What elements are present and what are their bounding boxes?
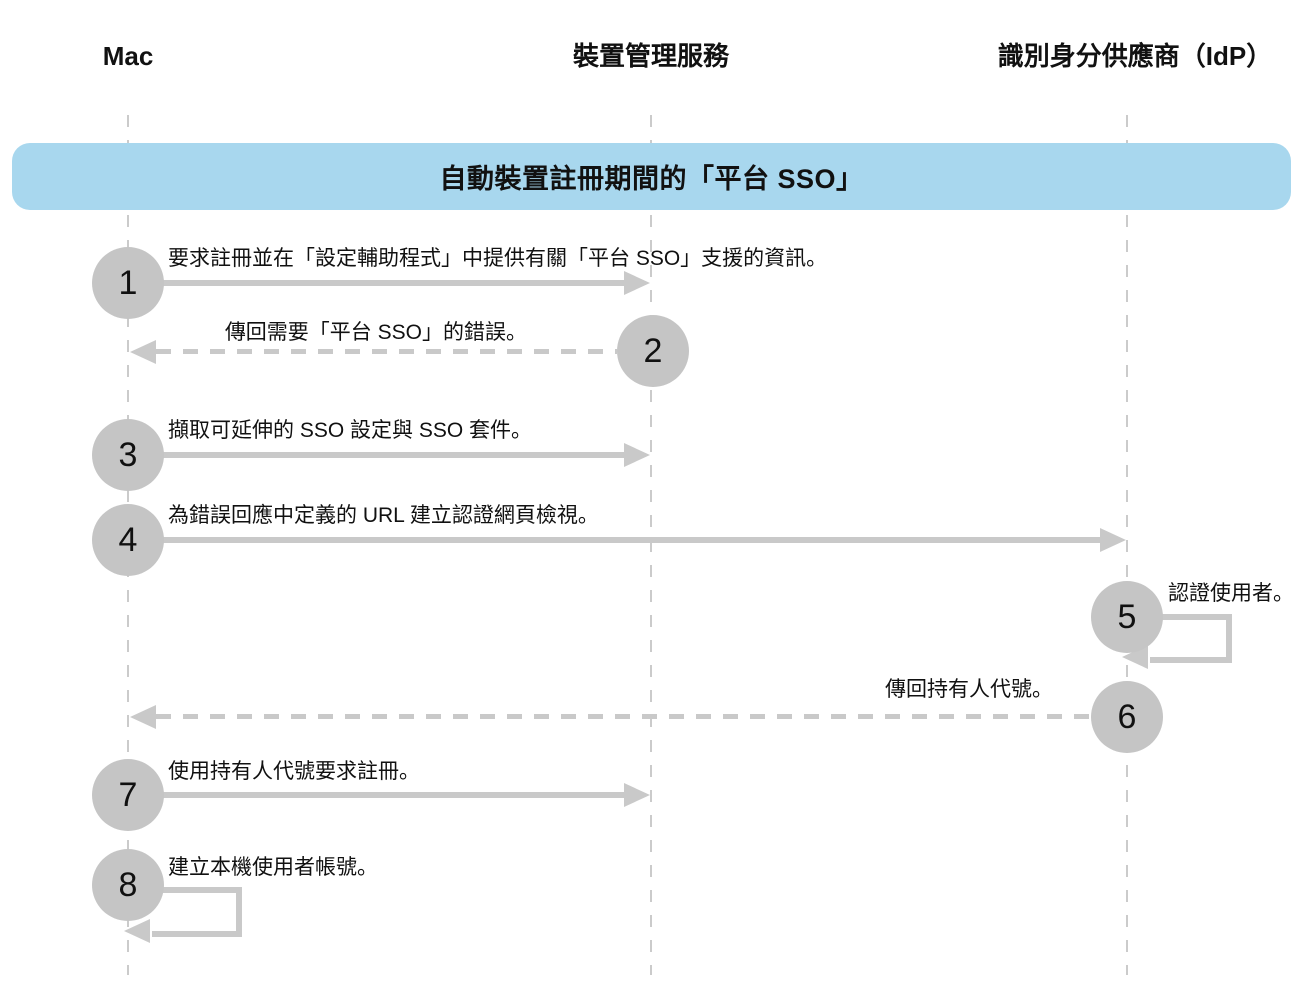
step-5-number: 5 bbox=[1117, 597, 1137, 636]
actor-label-mdm: 裝置管理服務 bbox=[572, 41, 729, 71]
step-2-arrowhead-left-icon bbox=[130, 340, 156, 364]
step-8-label: 建立本機使用者帳號。 bbox=[168, 856, 378, 879]
lifeline-idp bbox=[1126, 115, 1128, 975]
title-banner: 自動裝置註冊期間的「平台 SSO」 bbox=[12, 143, 1291, 210]
step-7-arrowhead-right-icon bbox=[624, 783, 650, 807]
step-3-arrowhead-right-icon bbox=[624, 443, 650, 467]
step-6-arrowhead-left-icon bbox=[130, 705, 156, 729]
actor-label-idp: 識別身分供應商（IdP） bbox=[997, 41, 1273, 71]
step-3-number-badge: 3 bbox=[92, 419, 164, 491]
step-2-number: 2 bbox=[643, 331, 663, 370]
step-8-self-loop bbox=[152, 887, 242, 937]
step-1-label: 要求註冊並在「設定輔助程式」中提供有關「平台 SSO」支援的資訊。 bbox=[168, 247, 828, 270]
step-6-number: 6 bbox=[1117, 697, 1137, 736]
step-2-label: 傳回需要「平台 SSO」的錯誤。 bbox=[224, 321, 527, 344]
step-1-number-badge: 1 bbox=[92, 247, 164, 319]
step-1-arrowhead-right-icon bbox=[624, 271, 650, 295]
step-4-arrowhead-right-icon bbox=[1100, 528, 1126, 552]
diagram-title: 自動裝置註冊期間的「平台 SSO」 bbox=[439, 164, 864, 194]
lifeline-mdm bbox=[650, 115, 652, 975]
step-3-label: 擷取可延伸的 SSO 設定與 SSO 套件。 bbox=[168, 419, 533, 442]
step-8-number-badge: 8 bbox=[92, 849, 164, 921]
step-6-arrow-line bbox=[156, 714, 1091, 719]
step-8-arrowhead-left-icon bbox=[124, 919, 150, 943]
step-5-number-badge: 5 bbox=[1091, 581, 1163, 653]
step-4-label: 為錯誤回應中定義的 URL 建立認證網頁檢視。 bbox=[168, 504, 599, 527]
step-3-arrow-line bbox=[158, 452, 626, 458]
step-3-number: 3 bbox=[118, 435, 138, 474]
step-1-number: 1 bbox=[118, 263, 138, 302]
step-7-arrow-line bbox=[158, 792, 626, 798]
step-4-number-badge: 4 bbox=[92, 504, 164, 576]
step-1-arrow-line bbox=[158, 280, 626, 286]
step-2-number-badge: 2 bbox=[617, 315, 689, 387]
step-7-number-badge: 7 bbox=[92, 759, 164, 831]
actor-label-mac: Mac bbox=[102, 41, 154, 71]
step-4-arrow-line bbox=[158, 537, 1102, 543]
step-2-arrow-line bbox=[156, 349, 617, 354]
step-6-number-badge: 6 bbox=[1091, 681, 1163, 753]
step-7-label: 使用持有人代號要求註冊。 bbox=[168, 760, 420, 783]
step-6-label: 傳回持有人代號。 bbox=[885, 678, 1053, 701]
step-7-number: 7 bbox=[118, 775, 138, 814]
step-8-number: 8 bbox=[118, 865, 138, 904]
step-4-number: 4 bbox=[118, 520, 138, 559]
step-5-label: 認證使用者。 bbox=[1168, 582, 1294, 605]
step-5-self-loop bbox=[1150, 614, 1232, 663]
